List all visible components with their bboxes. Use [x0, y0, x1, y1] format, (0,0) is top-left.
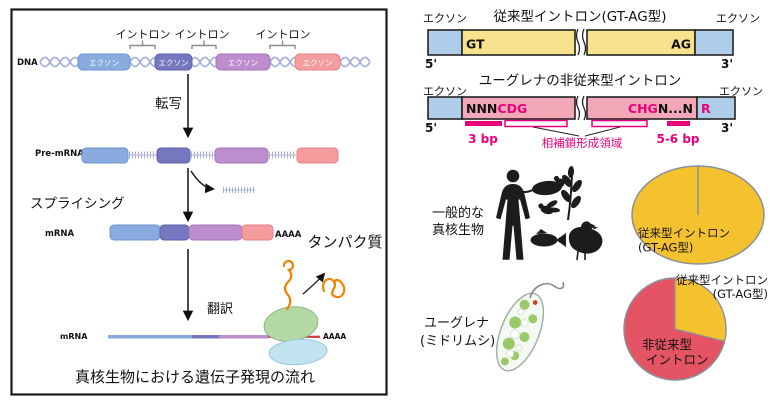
left-panel-border — [10, 8, 388, 396]
marker-complementary-right — [591, 119, 648, 128]
exon-label-1: エクソン — [89, 59, 119, 68]
ribosome — [263, 306, 328, 366]
human-silhouette — [496, 169, 530, 260]
left-panel-caption: 真核生物における遺伝子発現の流れ — [75, 368, 315, 386]
dna-label: DNA — [17, 58, 38, 68]
euglena-label-1: ユーグレナ — [424, 316, 489, 331]
five-prime-sequence: NNNCDG — [466, 101, 527, 116]
seq-right-black: N...N — [658, 101, 693, 116]
folded-protein — [322, 277, 346, 299]
conventional-intron-bar — [427, 29, 734, 56]
pie1-label-line2: (GT-AG型) — [638, 241, 693, 255]
gt-donor-site: GT — [466, 37, 485, 52]
intron-comparison-panel: エクソン エクソン 従来型イントロン(GT-AG型) GT AG 5' 3' ユ… — [420, 9, 768, 381]
sequence-markers — [465, 119, 690, 137]
euglena-label-2: (ミドリムシ) — [420, 334, 495, 349]
poly-a-tail-2: AAAA — [323, 332, 346, 341]
nonconventional-intron-title: ユーグレナの非従来型イントロン — [479, 73, 682, 89]
mrna-label-2: mRNA — [60, 332, 88, 341]
marker-complementary-left — [504, 119, 568, 128]
chicken-silhouette — [568, 221, 603, 261]
intron-label-3: イントロン — [256, 28, 311, 41]
intron-label-1: イントロン — [116, 28, 171, 41]
gene-expression-panel: DNA エクソン エクソン エクソン エクソン イントロン イントロン イントロ… — [10, 8, 388, 396]
exon-label-4: エクソン — [303, 59, 333, 68]
translation-label: 翻訳 — [207, 302, 233, 317]
protein-label: タンパク質 — [307, 233, 382, 251]
seq-left-magenta: CDG — [497, 101, 527, 116]
exon-label-mid-left: エクソン — [423, 85, 467, 98]
pie2-outer-label-line2: (GT-AG型) — [713, 287, 768, 301]
pie2-yellow-slice — [674, 277, 727, 343]
five-prime-label-2: 5' — [425, 121, 437, 135]
flagellum — [529, 281, 565, 299]
mouse-silhouette — [516, 175, 565, 196]
conventional-intron-title: 従来型イントロン(GT-AG型) — [493, 9, 666, 25]
nascent-protein-chain — [282, 259, 295, 311]
exon-label-2: エクソン — [159, 59, 189, 68]
bar2-break-squiggle — [575, 95, 587, 121]
pre-mrna-label: Pre-mRNA — [35, 149, 84, 159]
three-prime-label-2: 3' — [721, 121, 733, 135]
complementary-leader-lines — [532, 126, 621, 137]
vacuoles — [506, 308, 529, 358]
pie-chart-euglena: 非従来型 イントロン 従来型イントロン (GT-AG型) — [623, 273, 768, 381]
eukaryote-silhouettes — [496, 166, 603, 261]
exon-box-1 — [77, 53, 131, 71]
eyespot — [532, 300, 538, 305]
poly-a-tail-1: AAAA — [275, 230, 302, 240]
splicing-label: スプライシング — [30, 196, 125, 212]
five-prime-label-1: 5' — [425, 57, 437, 71]
pie2-inner-label-line2: イントロン — [646, 352, 709, 367]
bp3-label: 3 bp — [468, 132, 498, 146]
bp56-label: 5-6 bp — [656, 132, 699, 146]
ribosome-small-subunit — [268, 338, 328, 366]
fish-silhouette — [530, 229, 566, 247]
exon-label-mid-right: エクソン — [719, 85, 763, 98]
exon-box-3 — [215, 53, 271, 71]
pie1-label-line1: 従来型イントロン — [638, 226, 730, 240]
ribosome-large-subunit — [263, 306, 319, 342]
exon-label-3: エクソン — [228, 59, 258, 68]
intron-label-2: イントロン — [175, 28, 230, 41]
marker-5-6bp — [667, 121, 690, 126]
plant-silhouette — [561, 166, 582, 221]
mrna-boxes — [109, 224, 274, 241]
exon-box-2 — [154, 53, 193, 71]
fly-silhouette — [538, 200, 560, 215]
three-prime-label-1: 3' — [721, 57, 733, 71]
ag-acceptor-site: AG — [671, 37, 691, 52]
intron-brackets — [129, 40, 296, 49]
protein-release-arrow — [302, 272, 326, 295]
exon-label-top-right: エクソン — [716, 12, 760, 25]
complementary-region-label: 相補鎖形成領域 — [542, 136, 623, 150]
seq-left-black: NNN — [466, 101, 497, 116]
exon-r-base: R — [701, 101, 711, 116]
three-prime-sequence: CHGN...N — [628, 101, 693, 116]
spliced-intron-arrow — [190, 170, 215, 194]
euglena-cell-illustration — [495, 281, 565, 372]
pie-chart-conventional: 従来型イントロン (GT-AG型) — [631, 165, 765, 265]
transcription-label: 転写 — [155, 96, 182, 112]
pre-mrna-exon-boxes — [81, 147, 339, 164]
bar1-break-squiggle — [575, 28, 587, 56]
dna-exon-boxes: エクソン エクソン エクソン エクソン — [77, 53, 341, 71]
marker-3bp — [465, 121, 502, 126]
generic-eukaryote-label-2: 真核生物 — [432, 223, 484, 238]
generic-eukaryote-label-1: 一般的な — [432, 205, 484, 221]
exon-box-4 — [294, 53, 341, 71]
seq-right-magenta: CHG — [628, 101, 658, 116]
mrna-label-1: mRNA — [45, 229, 75, 239]
exon-label-top-left: エクソン — [423, 12, 467, 25]
nonconventional-intron-bar — [427, 96, 736, 120]
pie2-inner-label-line1: 非従来型 — [642, 337, 692, 352]
pie2-outer-label-line1: 従来型イントロン — [676, 273, 768, 287]
